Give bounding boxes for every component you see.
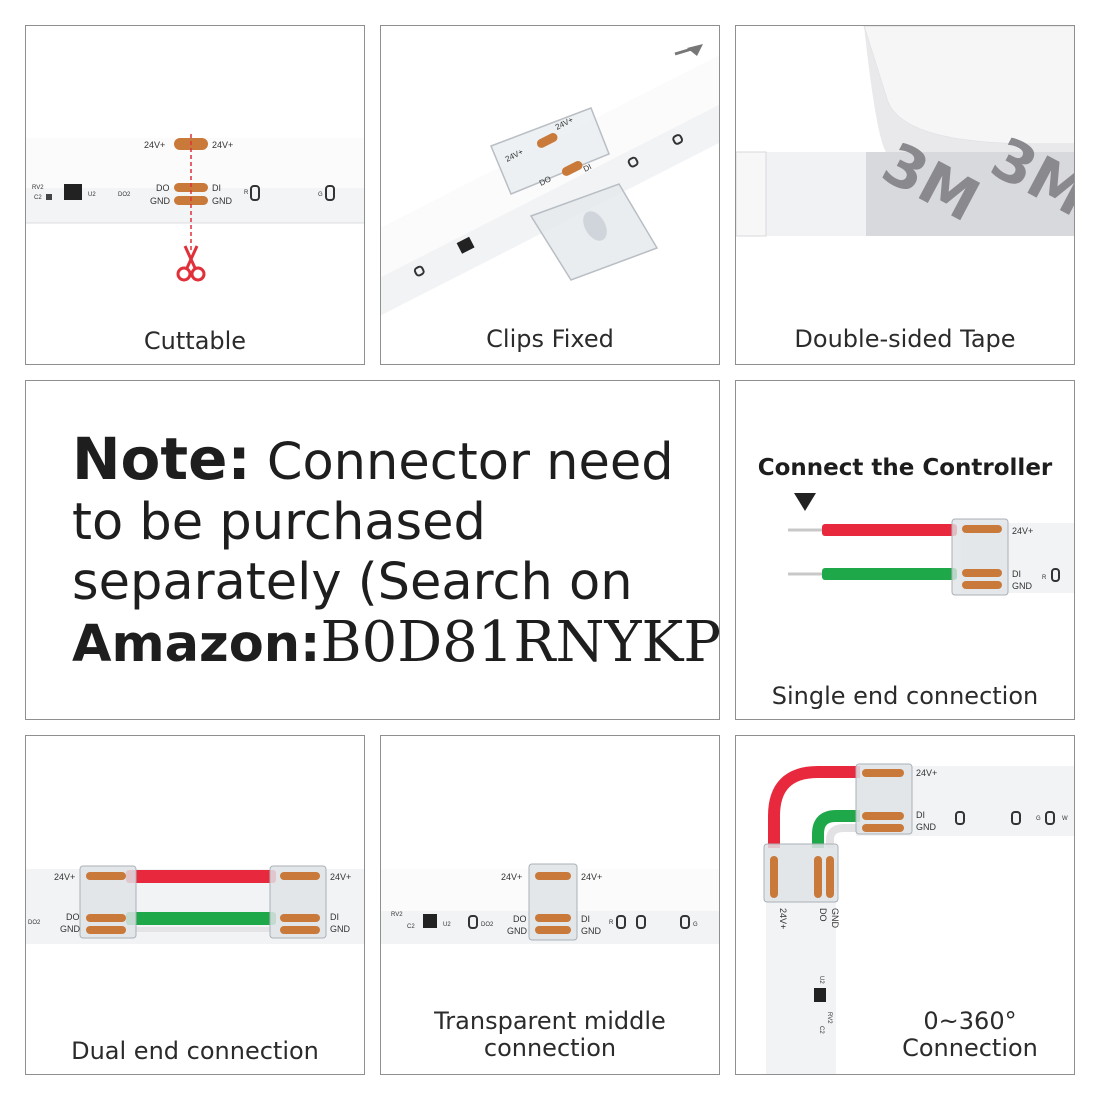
label-24v-right: 24V+: [212, 140, 233, 150]
green-wire: [822, 568, 957, 580]
copper-pad: [174, 183, 208, 192]
label-gnd-right: GND: [212, 196, 233, 206]
label-do: DO: [818, 908, 828, 922]
label-u2: U2: [818, 976, 824, 984]
label-rv2: RV2: [391, 912, 403, 918]
label-24v-left: 24V+: [144, 140, 165, 150]
caption-middle-line2: connection: [483, 1034, 617, 1062]
red-wire: [126, 870, 276, 883]
caption-dual-end: Dual end connection: [71, 1037, 319, 1065]
label-c2: C2: [407, 924, 415, 930]
label-24v-left: 24V+: [501, 872, 522, 882]
scissors-icon: [176, 245, 206, 282]
copper-pad: [536, 132, 558, 148]
connect-controller-title: Connect the Controller: [757, 455, 1053, 481]
note-amazon: Amazon:: [72, 615, 321, 674]
ic-chip: [64, 184, 82, 200]
label-gnd-left: GND: [150, 196, 171, 206]
middle-connection-illustration: 24V+ 24V+ DO DI GND GND RV2 C2 U2 DO2 R …: [381, 863, 719, 944]
label-gnd-left: GND: [60, 924, 81, 934]
caption-cuttable: Cuttable: [143, 327, 247, 355]
arrow-down-icon: [794, 493, 816, 511]
label-g: G: [693, 922, 698, 928]
note-bold: Note:: [72, 425, 251, 493]
note-product-code: B0D81RNYKP: [320, 610, 720, 675]
mounting-clip: [490, 107, 659, 281]
label-do2: DO2: [28, 920, 41, 926]
copper-pad: [561, 160, 583, 176]
caption-single-end: Single end connection: [771, 682, 1039, 710]
label-c2: C2: [34, 195, 42, 201]
label-do2: DO2: [118, 192, 131, 198]
label-u2: U2: [88, 192, 96, 198]
label-di: DI: [582, 162, 593, 174]
ic-chip: [456, 236, 475, 254]
label-g: G: [318, 192, 323, 198]
caption-corner-line1: 0~360°: [923, 1007, 1017, 1035]
label-w: W: [1062, 816, 1068, 822]
label-r: R: [609, 920, 614, 926]
caption-corner-line2: Connection: [902, 1034, 1038, 1062]
label-24v-right: 24V+: [581, 872, 602, 882]
direction-arrow-icon: [674, 44, 703, 56]
panel-note: Note: Connector need to be purchased sep…: [25, 380, 720, 720]
label-r: R: [1042, 575, 1047, 581]
label-rv2: RV2: [32, 185, 44, 191]
red-wire: [768, 766, 860, 848]
label-rv2: RV2: [826, 1012, 832, 1024]
panel-corner-connection: 24V+ DI GND 24V+ DO GND U2 RV2 C2 G W 0~…: [735, 735, 1075, 1075]
label-gnd-side: GND: [830, 908, 840, 929]
label-24v-left: 24V+: [54, 872, 75, 882]
caption-middle-line1: Transparent middle: [434, 1007, 666, 1035]
label-di: DI: [581, 914, 590, 924]
panel-dual-end: 24V+ 24V+ DO DI GND GND DO2 Dual end con…: [25, 735, 365, 1075]
panel-double-sided-tape: 3M 3M Double-sided Tape: [735, 25, 1075, 365]
label-di: DI: [330, 912, 339, 922]
clips-illustration: 24V+ 24V+ DO DI: [381, 44, 719, 325]
panel-transparent-middle: 24V+ 24V+ DO DI GND GND RV2 C2 U2 DO2 R …: [380, 735, 720, 1075]
green-wire: [126, 912, 276, 925]
label-gnd: GND: [916, 822, 937, 832]
panel-cuttable: 24V+ 24V+ DO DI GND GND RV2 C2 U2 DO2 R …: [25, 25, 365, 365]
note-text: Note: Connector need to be purchased sep…: [72, 429, 719, 675]
red-wire: [822, 524, 957, 536]
label-gnd: GND: [1012, 581, 1033, 591]
cuttable-illustration: 24V+ 24V+ DO DI GND GND RV2 C2 U2 DO2 R …: [26, 134, 364, 282]
panel-single-end: Connect the Controller 24V+ DI GND R Sin…: [735, 380, 1075, 720]
adhesive-tape: [866, 152, 1074, 236]
label-do2: DO2: [481, 922, 494, 928]
label-do: DO: [156, 183, 170, 193]
single-end-illustration: 24V+ DI GND R: [788, 493, 1074, 596]
ic-chip: [423, 914, 437, 928]
label-di: DI: [916, 810, 925, 820]
note-body: Connector need to be purchased separatel…: [72, 433, 674, 612]
green-wire: [812, 810, 860, 848]
dual-end-illustration: 24V+ 24V+ DO DI GND GND DO2: [26, 865, 364, 944]
panel-clips-fixed: 24V+ 24V+ DO DI Clips Fixed: [380, 25, 720, 365]
label-24v: 24V+: [1012, 526, 1033, 536]
label-r: R: [244, 190, 249, 196]
tape-illustration: 3M 3M: [736, 26, 1074, 237]
label-gnd-right: GND: [330, 924, 351, 934]
label-do: DO: [66, 912, 80, 922]
caption-clips-fixed: Clips Fixed: [486, 325, 614, 353]
label-24v-right: 24V+: [330, 872, 351, 882]
label-24v-top: 24V+: [916, 768, 937, 778]
caption-double-sided-tape: Double-sided Tape: [794, 325, 1016, 353]
label-gnd-left: GND: [507, 926, 528, 936]
label-di: DI: [1012, 569, 1021, 579]
ic-chip: [814, 988, 826, 1002]
label-g: G: [1036, 816, 1041, 822]
label-do: DO: [513, 914, 527, 924]
label-c2: C2: [818, 1026, 824, 1034]
label-gnd-right: GND: [581, 926, 602, 936]
label-u2: U2: [443, 922, 451, 928]
label-24v-side: 24V+: [778, 908, 788, 929]
label-di: DI: [212, 183, 221, 193]
corner-connection-illustration: 24V+ DI GND 24V+ DO GND U2 RV2 C2 G W: [763, 763, 1074, 1074]
